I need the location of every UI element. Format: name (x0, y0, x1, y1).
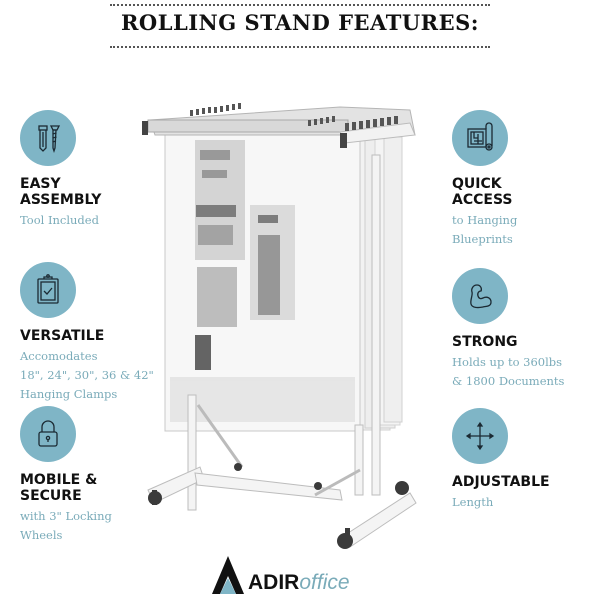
feature-subtitle-line: Tool Included (20, 213, 99, 227)
feature-subtitle-line: & 1800 Documents (452, 374, 565, 388)
brand-name-bold: ADIR (248, 571, 300, 594)
feature-subtitle: Holds up to 360lbs & 1800 Documents (452, 353, 600, 391)
feature-title-line2: ASSEMBLY (20, 192, 102, 208)
feature-title: ADJUSTABLE (452, 474, 600, 490)
page-title: ROLLING STAND FEATURES: (120, 10, 480, 35)
feature-title-line1: STRONG (452, 334, 518, 350)
feature-adjustable: ADJUSTABLE Length (452, 408, 600, 512)
feature-icon-circle (20, 110, 76, 166)
clamp-rail (142, 103, 416, 148)
screw-anchor-icon (38, 125, 61, 154)
blueprint-drawings (170, 140, 355, 422)
feature-subtitle-line: to Hanging (452, 213, 518, 227)
feature-title-line2: ACCESS (452, 192, 513, 208)
feature-subtitle: with 3" Locking Wheels (20, 507, 170, 545)
locking-wheels (148, 463, 409, 549)
feature-subtitle-line: Hanging Clamps (20, 387, 118, 401)
feature-subtitle: Length (452, 493, 600, 512)
feature-title: VERSATILE (20, 328, 170, 344)
feature-easy-assembly: EASY ASSEMBLY Tool Included (20, 110, 170, 230)
feature-subtitle-line: Blueprints (452, 232, 513, 246)
feature-strong: STRONG Holds up to 360lbs & 1800 Documen… (452, 268, 600, 391)
feature-subtitle: to Hanging Blueprints (452, 211, 600, 249)
clipboard-check-icon (37, 274, 59, 304)
feature-title-line1: QUICK (452, 176, 502, 192)
feature-icon-circle (452, 110, 508, 166)
rolling-stand-product-image (142, 103, 417, 549)
feature-icon-circle (452, 408, 508, 464)
feature-subtitle-line: Holds up to 360lbs (452, 355, 563, 369)
feature-subtitle: Accomodates 18", 24", 30", 36 & 42" Hang… (20, 347, 170, 404)
feature-title: QUICK ACCESS (452, 176, 600, 208)
feature-subtitle-line: Accomodates (20, 349, 98, 363)
feature-subtitle-line: Length (452, 495, 494, 509)
padlock-icon (38, 420, 58, 447)
brand-name: ADIRoffice (248, 572, 350, 594)
feature-mobile-secure: MOBILE & SECURE with 3" Locking Wheels (20, 406, 170, 545)
bottom-dotted-divider (110, 46, 490, 48)
feature-title-line2: SECURE (20, 488, 82, 504)
feature-versatile: VERSATILE Accomodates 18", 24", 30", 36 … (20, 262, 170, 404)
feature-icon-circle (20, 262, 76, 318)
adir-triangle-logo-icon (212, 556, 244, 594)
feature-title-line1: ADJUSTABLE (452, 474, 550, 490)
brand-name-light: office (299, 571, 350, 594)
feature-title: EASY ASSEMBLY (20, 176, 170, 208)
feature-quick-access: QUICK ACCESS to Hanging Blueprints (452, 110, 600, 249)
feature-title-line1: VERSATILE (20, 328, 105, 344)
feature-subtitle: Tool Included (20, 211, 170, 230)
blueprint-roll-icon (467, 122, 493, 151)
feature-icon-circle (452, 268, 508, 324)
four-way-arrows-icon (465, 421, 495, 451)
feature-icon-circle (20, 406, 76, 462)
feature-title: STRONG (452, 334, 600, 350)
brand-logo: ADIRoffice (212, 556, 350, 594)
feature-title-line1: EASY (20, 176, 61, 192)
feature-title-line1: MOBILE & (20, 472, 98, 488)
feature-subtitle-line: Wheels (20, 528, 63, 542)
feature-title: MOBILE & SECURE (20, 472, 170, 504)
feature-subtitle-line: 18", 24", 30", 36 & 42" (20, 368, 154, 382)
top-dotted-divider (110, 4, 490, 6)
stand-frame (147, 154, 417, 548)
flexed-arm-icon (470, 284, 492, 309)
feature-subtitle-line: with 3" Locking (20, 509, 112, 523)
